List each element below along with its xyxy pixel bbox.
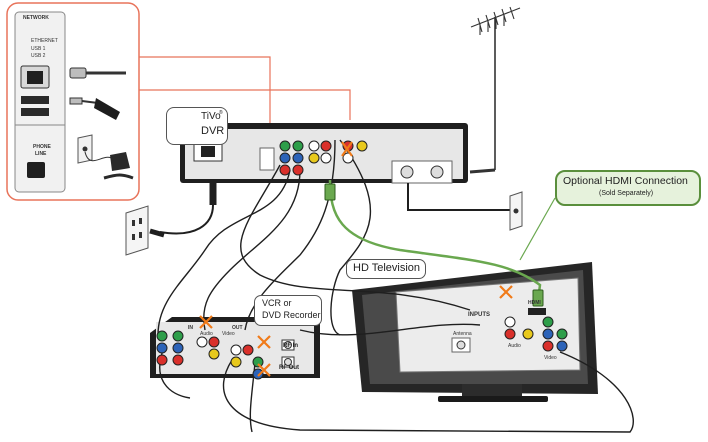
vcr-audio-label: Audio <box>200 331 213 337</box>
ethernet-label: ETHERNET <box>31 38 58 44</box>
vcr-label-line1: VCR or <box>262 298 292 308</box>
tivo-product: DVR <box>201 125 225 137</box>
vcr-rf-in-label: RF In <box>283 343 298 349</box>
phone-label: PHONE <box>33 144 51 150</box>
tivo-name: TiVo <box>201 111 221 122</box>
vcr-video-label: Video <box>222 331 235 337</box>
tv-hdmi-label: HDMI <box>528 300 541 306</box>
wall-outlet <box>125 205 165 256</box>
rca-plugs <box>156 140 568 380</box>
network-label: NETWORK <box>23 15 49 21</box>
tivo-dvr-callout: TiVo TiVo ® DVR <box>166 107 228 145</box>
connection-panel <box>6 2 140 201</box>
usb1-label: USB 1 <box>31 46 46 52</box>
tv-callout: HD Television <box>346 259 426 279</box>
tivo-logo-text: TiVo <box>177 119 186 124</box>
vcr-out-label: OUT <box>232 325 243 331</box>
tv-audio-label: Audio <box>508 343 521 349</box>
tv-video-label: Video <box>544 355 557 361</box>
tivo-trademark: ® <box>219 110 223 116</box>
vcr-callout: VCR or DVD Recorder <box>254 295 322 326</box>
tv-inputs-label: INPUTS <box>468 312 491 318</box>
hdmi-callout: Optional HDMI Connection (Sold Separatel… <box>555 170 701 206</box>
vcr-rf-out-label: RF Out <box>279 365 299 371</box>
crossed-connections <box>199 141 513 377</box>
antenna <box>469 6 521 174</box>
usb2-label: USB 2 <box>31 53 46 59</box>
hdmi-callout-subtitle: (Sold Separately) <box>599 190 654 197</box>
vcr-in-label: IN <box>188 325 193 331</box>
vcr-label-line2: DVD Recorder <box>262 310 321 320</box>
hdmi-cable <box>324 179 556 307</box>
hdmi-callout-title: Optional HDMI Connection <box>563 175 688 187</box>
line-label: LINE <box>35 151 47 157</box>
tv-label: HD Television <box>353 262 421 274</box>
coax-wall-plate <box>407 183 523 231</box>
tv-antenna-label: Antenna <box>453 331 472 337</box>
